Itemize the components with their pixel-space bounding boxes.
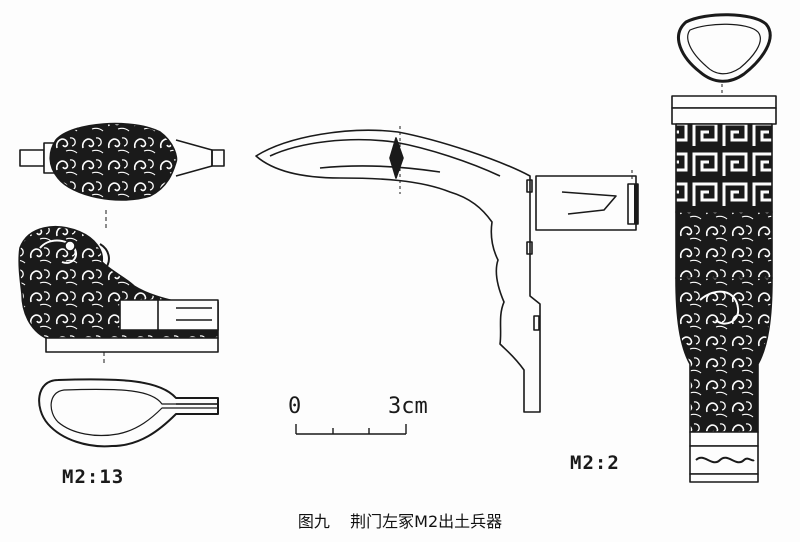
- scale-bar: [295, 424, 407, 435]
- side-view: [18, 226, 219, 366]
- figure-caption: 图九 荆门左冢M2出土兵器: [0, 508, 800, 532]
- bottom-view: [38, 378, 219, 448]
- figure-title: 荆门左冢M2出土兵器: [350, 512, 503, 531]
- scale-end-label: 3cm: [388, 394, 428, 419]
- figure-number: 图九: [297, 512, 330, 531]
- specimen-m2-2-dagger-axe-drawing: [255, 126, 639, 413]
- specimen-label-m2-13: M2:13: [62, 466, 125, 488]
- specimen-m2-13-drawing: [18, 122, 225, 448]
- specimen-m2-2-sheath-drawing: [671, 13, 777, 483]
- specimen-label-m2-2: M2:2: [570, 452, 620, 474]
- top-view: [19, 122, 225, 228]
- scale-start-label: 0: [288, 394, 302, 419]
